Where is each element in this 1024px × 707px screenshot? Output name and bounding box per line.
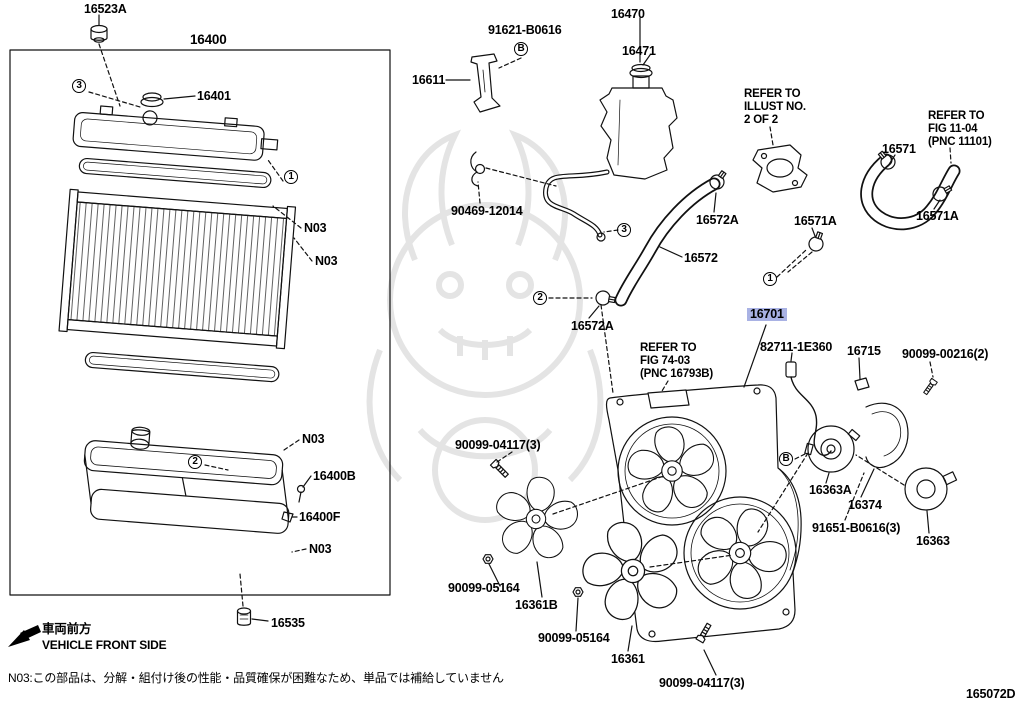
vehicle-front-jp: 車両前方 [42,622,92,636]
callout-3-right[interactable]: 3 [617,223,631,237]
box-title-16400[interactable]: 16400 [190,32,227,47]
vehicle-front-en: VEHICLE FRONT SIDE [42,638,167,652]
fan-motors-art [757,352,958,534]
part-label-16400F[interactable]: 16400F [299,510,341,524]
part-label-16361[interactable]: 16361 [611,652,645,666]
part-label-16470[interactable]: 16470 [611,7,645,21]
callout-B-top[interactable]: B [514,42,528,56]
callout-B-right[interactable]: B [779,452,793,466]
hose-16571-art [776,147,961,278]
part-label-16572A-bottom[interactable]: 16572A [571,319,614,333]
part-label-16572[interactable]: 16572 [684,251,718,265]
part-label-16374[interactable]: 16374 [848,498,882,512]
refer-illust-note: REFER TO ILLUST NO. 2 OF 2 [744,88,806,126]
overflow-hose-art [470,151,619,242]
part-label-82711-1E360[interactable]: 82711-1E360 [760,340,833,354]
part-label-16571[interactable]: 16571 [882,142,916,156]
fan-shroud-art [605,324,805,643]
callout-3-left[interactable]: 3 [72,79,86,93]
vehicle-front-arrow-icon [8,625,41,647]
cooling-fans-art [482,467,734,652]
footnote-n03: N03:この部品は、分解・組付け後の性能・品質確保が困難なため、単品では補給して… [8,671,504,685]
refer-fig-74-03-note: REFER TO FIG 74-03 (PNC 16793B) [640,342,714,380]
part-label-90099-04117-bottom[interactable]: 90099-04117(3) [659,676,745,690]
radiator-assembly-art [58,14,313,626]
bracket-16611-art [445,53,522,113]
water-inlet-art [752,126,808,193]
part-label-16401[interactable]: 16401 [197,89,231,103]
background-watermark [366,129,604,523]
fasteners-art [482,361,938,676]
note-n03-1: N03 [304,221,327,235]
part-label-90099-05164-b[interactable]: 90099-05164 [538,631,610,645]
part-label-16535[interactable]: 16535 [271,616,305,630]
part-label-90469-12014[interactable]: 90469-12014 [451,204,523,218]
note-n03-2: N03 [315,254,338,268]
callout-2-left[interactable]: 2 [188,455,202,469]
part-label-90099-04117-left[interactable]: 90099-04117(3) [455,438,541,452]
part-label-16571A-left[interactable]: 16571A [794,214,837,228]
part-label-16361B[interactable]: 16361B [515,598,558,612]
part-label-91651-B0616[interactable]: 91651-B0616(3) [812,521,901,535]
part-label-90099-05164-a[interactable]: 90099-05164 [448,581,520,595]
part-label-90099-00216[interactable]: 90099-00216(2) [902,347,989,361]
part-label-16363[interactable]: 16363 [916,534,950,548]
callout-2-right[interactable]: 2 [533,291,547,305]
part-label-16523A[interactable]: 16523A [84,2,127,16]
callout-1-right[interactable]: 1 [763,272,777,286]
doc-number: 165072D [966,687,1016,701]
note-n03-4: N03 [309,542,332,556]
note-n03-3: N03 [302,432,325,446]
part-label-91621-B0616[interactable]: 91621-B0616 [488,23,562,37]
reserve-tank-art [599,17,678,180]
part-label-16701-selected[interactable]: 16701 [747,308,787,321]
hose-16572-art [548,167,731,394]
radiator-box-border [9,49,391,596]
part-label-16571A-right[interactable]: 16571A [916,209,959,223]
part-label-16363A[interactable]: 16363A [809,483,852,497]
part-label-16572A-top[interactable]: 16572A [696,213,739,227]
callout-1-left[interactable]: 1 [284,170,298,184]
part-label-16715[interactable]: 16715 [847,344,881,358]
part-label-16471[interactable]: 16471 [622,44,656,58]
part-label-16611[interactable]: 16611 [412,73,446,87]
part-label-16400B[interactable]: 16400B [313,469,356,483]
refer-fig-11-04-note: REFER TO FIG 11-04 (PNC 11101) [928,110,992,148]
